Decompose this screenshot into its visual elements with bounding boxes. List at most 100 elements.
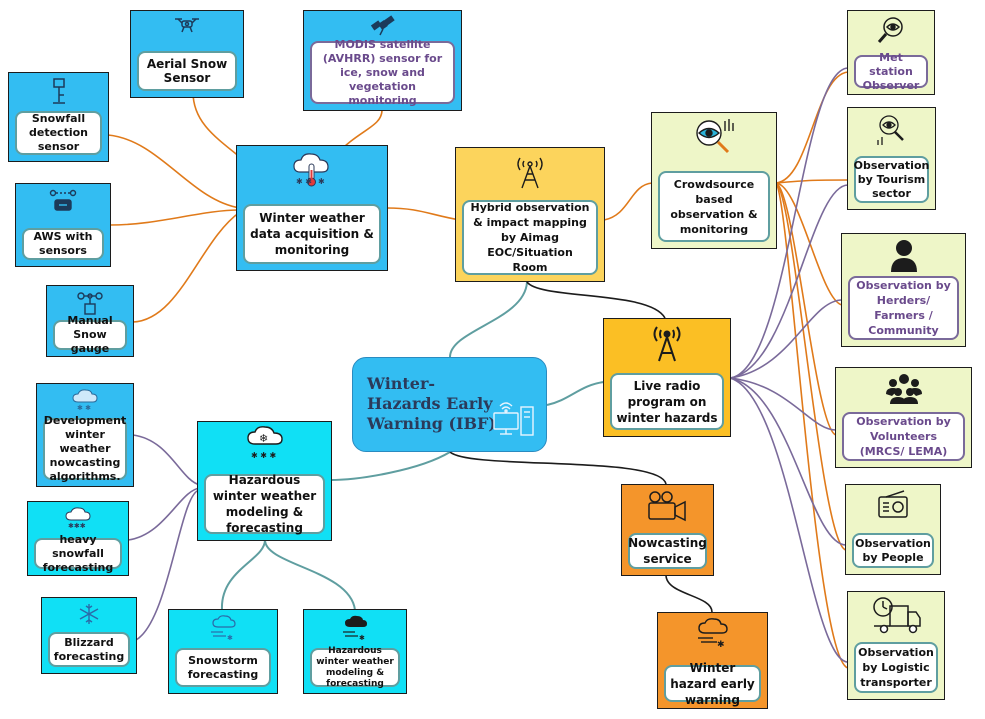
crowdsource-node[interactable]: Crowdsource based observation & monitori… xyxy=(651,112,777,249)
edge-radio-to-people xyxy=(729,377,847,546)
aws-with-sensors-node[interactable]: AWS with sensors xyxy=(15,183,111,267)
edge-modeling-to-snowstorm xyxy=(220,539,266,611)
edge-dev-to-modeling xyxy=(132,434,201,486)
center-title: Winter-Hazards Early Warning (IBF) xyxy=(367,374,496,433)
modis-satellite-label: MODIS satellite (AVHRR) sensor for ice, … xyxy=(310,38,455,107)
tourism-sector-label: Observation by Tourism sector xyxy=(854,156,929,203)
eye-search-icon xyxy=(848,15,934,45)
hazardous-modeling-node[interactable]: ❄✱ ✱ ✱ Hazardous winter weather modeling… xyxy=(197,421,332,541)
heavy-snowfall-node[interactable]: ✱✱✱ heavy snowfall forecasting xyxy=(27,501,129,576)
hazardous-modeling-label: Hazardous winter weather modeling & fore… xyxy=(204,473,325,535)
wind-snow-cloud-icon: ✱ xyxy=(658,617,767,649)
development-nowcasting-label: Development winter weather nowcasting al… xyxy=(43,414,127,483)
hybrid-observation-node[interactable]: Hybrid observation & impact mapping by A… xyxy=(455,147,605,282)
volunteers-label: Observation by Volunteers (MRCS/ LEMA) xyxy=(842,412,965,461)
edge-nowcasting-to-warning xyxy=(665,574,713,613)
heavy-snowfall-label: heavy snowfall forecasting xyxy=(34,533,122,574)
edge-radio-to-met xyxy=(729,67,849,379)
center-node-winter-hazards[interactable]: Winter-Hazards Early Warning (IBF) xyxy=(352,357,547,452)
snowstorm-node[interactable]: ✱ Snowstorm forecasting xyxy=(168,609,278,694)
svg-text:✱ ✱: ✱ ✱ xyxy=(77,404,91,412)
person-icon xyxy=(842,238,965,272)
snowstorm-label: Snowstorm forecasting xyxy=(175,648,271,687)
broadcast-tower-icon xyxy=(456,152,604,190)
winter-weather-data-label: Winter weather data acquisition & monito… xyxy=(243,204,381,264)
snowstorm-cloud-icon: ✱ xyxy=(169,614,277,642)
edge-center-to-nowcasting xyxy=(449,451,667,485)
hazardous-modeling-small-node[interactable]: ✱ Hazardous winter weather modeling & fo… xyxy=(303,609,407,694)
svg-text:✱ ✱: ✱ ✱ xyxy=(296,177,312,186)
weather-station-icon xyxy=(9,77,108,107)
edge-center-to-hybrid xyxy=(449,281,528,358)
nowcasting-service-label: Nowcasting service xyxy=(628,533,707,569)
met-station-observer-node[interactable]: Met station Observer xyxy=(847,10,935,95)
edge-hybrid-to-crowd xyxy=(603,182,653,221)
manual-snow-gauge-label: Manual Snow gauge xyxy=(53,314,127,355)
winter-weather-data-node[interactable]: ✱ ✱ ✱ Winter weather data acquisition & m… xyxy=(236,145,388,271)
edge-gauge-to-data xyxy=(132,211,241,323)
hazardous-modeling-small-label: Hazardous winter weather modeling & fore… xyxy=(310,646,400,689)
live-radio-label: Live radio program on winter hazards xyxy=(610,373,724,430)
winter-hazard-early-warning-label: Winter hazard early warning xyxy=(664,661,761,707)
edge-crowd-to-tourism xyxy=(775,179,849,184)
edge-snowfall-to-data xyxy=(107,134,241,209)
cloud-thermometer-icon: ✱ ✱ ✱ xyxy=(237,150,387,190)
edge-radio-to-volunteers xyxy=(729,377,837,431)
crowdsource-label: Crowdsource based observation & monitori… xyxy=(658,171,770,242)
snow-cloud-large-icon: ❄✱ ✱ ✱ xyxy=(198,426,331,464)
computer-wifi-icon xyxy=(492,393,536,443)
edge-center-to-modeling xyxy=(329,451,451,481)
met-station-observer-label: Met station Observer xyxy=(854,51,928,92)
modis-satellite-node[interactable]: MODIS satellite (AVHRR) sensor for ice, … xyxy=(303,10,462,111)
aerial-snow-sensor-node[interactable]: Aerial Snow Sensor xyxy=(130,10,244,98)
people-node[interactable]: Observation by People xyxy=(845,484,941,575)
drone-icon xyxy=(131,15,243,37)
manual-snow-gauge-node[interactable]: Manual Snow gauge xyxy=(46,285,134,357)
truck-clock-icon xyxy=(848,596,944,636)
svg-text:✱: ✱ xyxy=(359,634,365,642)
volunteers-node[interactable]: Observation by Volunteers (MRCS/ LEMA) xyxy=(835,367,972,468)
svg-text:✱✱✱: ✱✱✱ xyxy=(68,522,86,530)
radio-icon xyxy=(846,489,940,519)
herders-node[interactable]: Observation by Herders/ Farmers / Commun… xyxy=(841,233,966,347)
snowfall-cloud-icon: ✱✱✱ xyxy=(28,506,128,530)
aws-sensor-icon xyxy=(16,188,110,214)
tourism-sector-node[interactable]: Observation by Tourism sector xyxy=(847,107,936,210)
people-label: Observation by People xyxy=(852,533,934,568)
eye-magnifier-chart-icon xyxy=(848,112,935,146)
edge-crowd-to-people xyxy=(775,182,847,551)
eye-magnifier-icon xyxy=(652,117,776,157)
edge-data-to-hybrid xyxy=(386,207,461,221)
radio-tower-icon xyxy=(604,323,730,363)
edge-crowd-to-logistic xyxy=(775,182,849,669)
edge-crowd-to-met xyxy=(775,71,849,184)
logistic-transporter-node[interactable]: Observation by Logistic transporter xyxy=(847,591,945,700)
edge-radio-to-herders xyxy=(729,299,843,379)
edge-radio-to-tourism xyxy=(729,184,849,379)
blizzard-label: Blizzard forecasting xyxy=(48,632,130,667)
herders-label: Observation by Herders/ Farmers / Commun… xyxy=(848,276,959,340)
satellite-icon xyxy=(304,15,461,39)
dark-storm-cloud-icon: ✱ xyxy=(304,614,406,642)
anemometer-icon xyxy=(47,290,133,318)
edge-center-to-radio xyxy=(546,381,605,406)
edge-blizzard-to-modeling xyxy=(135,489,201,641)
blizzard-node[interactable]: Blizzard forecasting xyxy=(41,597,137,674)
aerial-snow-sensor-label: Aerial Snow Sensor xyxy=(137,51,237,91)
snowflake-icon xyxy=(42,602,136,626)
edge-heavy-to-modeling xyxy=(127,487,201,541)
edge-aws-to-data xyxy=(109,209,241,226)
logistic-transporter-label: Observation by Logistic transporter xyxy=(854,642,938,693)
snowfall-detection-sensor-label: Snowfall detection sensor xyxy=(15,111,102,155)
development-nowcasting-node[interactable]: ✱ ✱ Development winter weather nowcastin… xyxy=(36,383,134,487)
hybrid-observation-label: Hybrid observation & impact mapping by A… xyxy=(462,200,598,275)
winter-hazard-early-warning-node[interactable]: ✱ Winter hazard early warning xyxy=(657,612,768,709)
snowfall-detection-sensor-node[interactable]: Snowfall detection sensor xyxy=(8,72,109,162)
nowcasting-service-node[interactable]: Nowcasting service xyxy=(621,484,714,576)
snow-cloud-icon: ✱ ✱ xyxy=(37,388,133,412)
svg-text:✱: ✱ xyxy=(318,177,325,186)
svg-text:✱: ✱ xyxy=(717,640,725,649)
svg-text:✱: ✱ xyxy=(227,634,233,642)
live-radio-node[interactable]: Live radio program on winter hazards xyxy=(603,318,731,437)
